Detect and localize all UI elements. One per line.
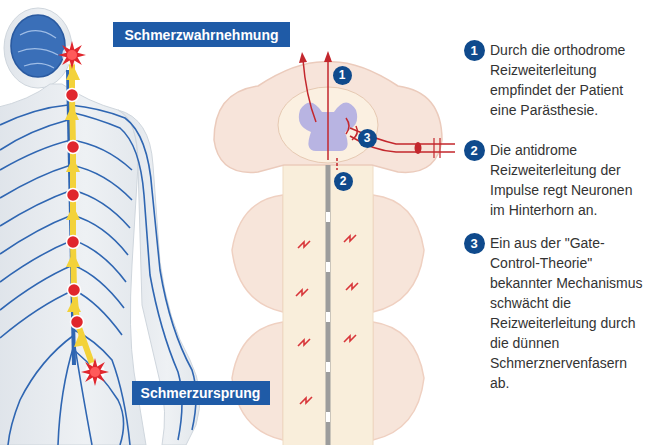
orthodromic-fibre — [327, 58, 329, 160]
pain-star — [81, 358, 109, 386]
callout-text: 1 — [470, 44, 477, 57]
callout-number: 1 — [333, 66, 352, 85]
antidromic-fibre — [336, 158, 338, 170]
label-box: Schmerzwahrnehmung — [113, 22, 290, 47]
pathway-arrowheads — [65, 65, 87, 347]
rib-nerves — [0, 140, 74, 338]
box-text: Schmerzursprung — [141, 385, 261, 401]
callout-text: 2 — [340, 175, 347, 187]
fibre-marks — [434, 138, 440, 158]
electrode-contacts — [326, 212, 330, 422]
explanation-text: Durch die orthodrome Reizweiterleitung e… — [490, 40, 646, 120]
nerve-fibres — [303, 58, 455, 170]
rib-nerves — [71, 140, 132, 335]
body-figure — [0, 8, 200, 445]
spinal-cord-column — [283, 160, 373, 445]
leg-nerves — [8, 330, 130, 445]
fibre-heads — [299, 51, 422, 154]
pain-pathway — [58, 41, 109, 386]
pathway-dots — [66, 89, 84, 329]
callout-text: 3 — [470, 237, 477, 250]
pain-star — [58, 41, 86, 69]
callout-number: 3 — [464, 233, 485, 254]
dorsal-horn-branches — [346, 118, 357, 140]
brain — [11, 15, 65, 77]
callout-number: 2 — [464, 140, 485, 161]
ascending-fibre — [303, 60, 316, 122]
label-box: Schmerzursprung — [132, 381, 270, 405]
electrode-lead — [326, 165, 331, 445]
callout-number: 3 — [358, 129, 377, 148]
explanation-text: Ein aus der "Gate-Control-Theorie" bekan… — [490, 233, 646, 393]
callout-text: 3 — [364, 132, 371, 144]
box-text: Schmerzwahrnehmung — [124, 27, 278, 43]
callout-text: 1 — [339, 69, 346, 81]
callout-number: 2 — [334, 172, 353, 191]
explanation-text: Die antidrome Reizweiterleitung der Impu… — [490, 140, 646, 220]
callout-number: 1 — [464, 40, 485, 61]
stimulus-arrows — [296, 235, 358, 404]
leg-nerves — [74, 350, 124, 445]
head-outline — [4, 8, 72, 88]
brain-folds — [18, 31, 58, 68]
callout-text: 2 — [470, 144, 477, 157]
